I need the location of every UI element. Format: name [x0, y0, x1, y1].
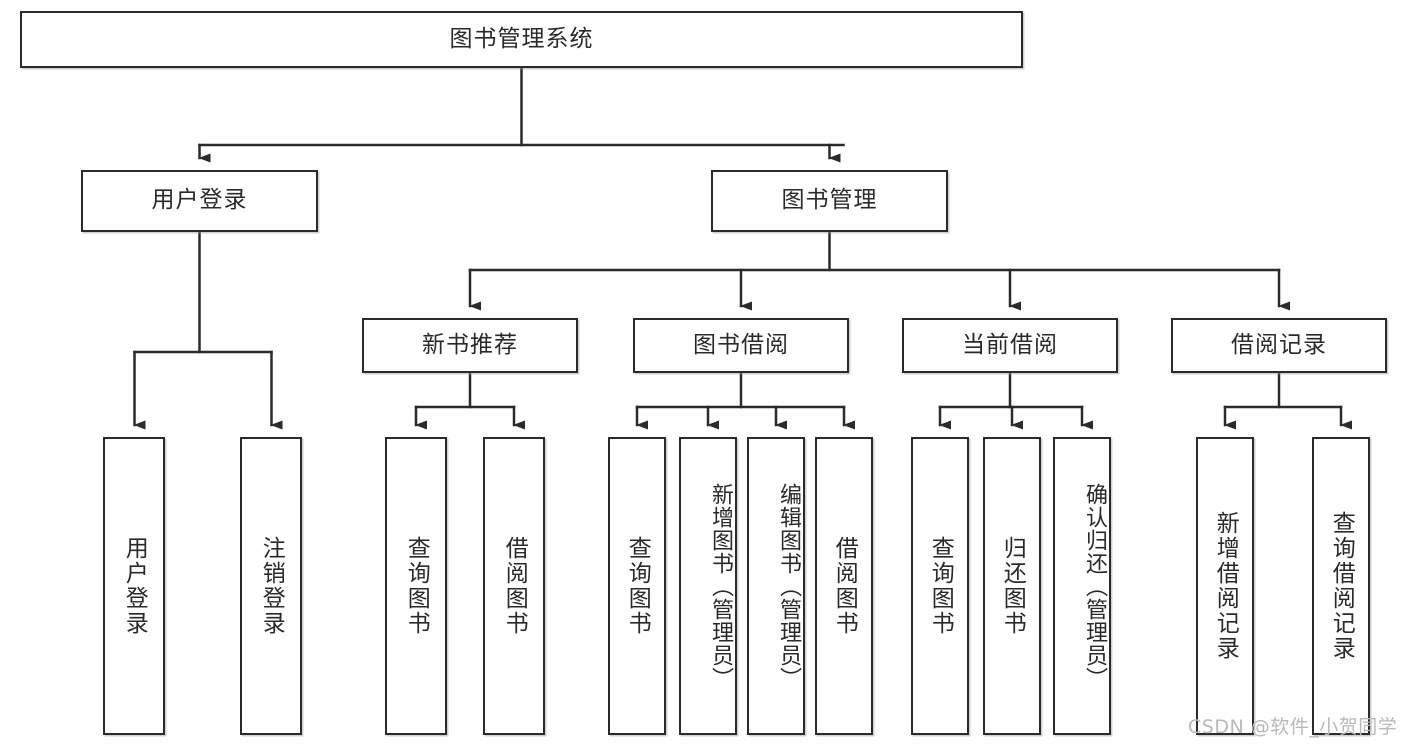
node-new-book-rec[interactable]: 新书推荐: [362, 318, 578, 373]
node-root-label: 图书管理系统: [449, 25, 594, 52]
node-leaf-cur-confirm-return-label: 确认归还（管理员）: [1082, 482, 1107, 690]
node-leaf-rec-borrow-book[interactable]: 借阅图书: [483, 437, 545, 735]
node-leaf-user-logout[interactable]: 注销登录: [240, 437, 302, 735]
node-leaf-borrow-query-book-label: 查询图书: [624, 536, 651, 636]
node-book-manage-label: 图书管理: [781, 187, 878, 214]
node-leaf-user-login[interactable]: 用户登录: [103, 437, 165, 735]
node-current-borrow[interactable]: 当前借阅: [902, 318, 1118, 373]
node-leaf-borrow-borrow-book[interactable]: 借阅图书: [815, 437, 873, 735]
node-book-manage[interactable]: 图书管理: [711, 170, 948, 232]
node-leaf-cur-return-book[interactable]: 归还图书: [983, 437, 1041, 735]
node-leaf-user-login-label: 用户登录: [121, 536, 148, 636]
node-leaf-cur-confirm-return[interactable]: 确认归还（管理员）: [1053, 437, 1111, 735]
node-leaf-user-logout-label: 注销登录: [258, 536, 285, 636]
node-leaf-rec-query-record[interactable]: 查询借阅记录: [1312, 437, 1370, 735]
node-leaf-borrow-query-book[interactable]: 查询图书: [608, 437, 666, 735]
node-new-book-rec-label: 新书推荐: [422, 331, 518, 358]
node-user-login[interactable]: 用户登录: [81, 170, 318, 232]
watermark-text: CSDN @软件_小贺同学: [1188, 716, 1398, 738]
node-leaf-cur-return-book-label: 归还图书: [999, 536, 1026, 636]
node-leaf-cur-query-book[interactable]: 查询图书: [911, 437, 969, 735]
node-leaf-rec-add-record[interactable]: 新增借阅记录: [1196, 437, 1254, 735]
node-root[interactable]: 图书管理系统: [20, 11, 1023, 68]
node-leaf-borrow-add-book[interactable]: 新增图书（管理员）: [679, 437, 737, 735]
node-user-login-label: 用户登录: [151, 187, 248, 214]
node-leaf-rec-add-record-label: 新增借阅记录: [1212, 511, 1239, 661]
node-book-borrow-label: 图书借阅: [693, 331, 789, 358]
node-leaf-rec-query-book-label: 查询图书: [403, 536, 430, 636]
node-book-borrow[interactable]: 图书借阅: [633, 318, 849, 373]
node-leaf-borrow-edit-book-label: 编辑图书（管理员）: [776, 482, 801, 690]
node-leaf-borrow-edit-book[interactable]: 编辑图书（管理员）: [747, 437, 805, 735]
node-leaf-cur-query-book-label: 查询图书: [927, 536, 954, 636]
node-current-borrow-label: 当前借阅: [962, 331, 1058, 358]
node-leaf-borrow-borrow-book-label: 借阅图书: [831, 536, 858, 636]
node-leaf-rec-query-record-label: 查询借阅记录: [1328, 511, 1355, 661]
node-borrow-record[interactable]: 借阅记录: [1171, 318, 1387, 373]
node-leaf-borrow-add-book-label: 新增图书（管理员）: [708, 482, 733, 690]
node-leaf-rec-borrow-book-label: 借阅图书: [501, 536, 528, 636]
node-leaf-rec-query-book[interactable]: 查询图书: [385, 437, 447, 735]
node-borrow-record-label: 借阅记录: [1231, 331, 1327, 358]
